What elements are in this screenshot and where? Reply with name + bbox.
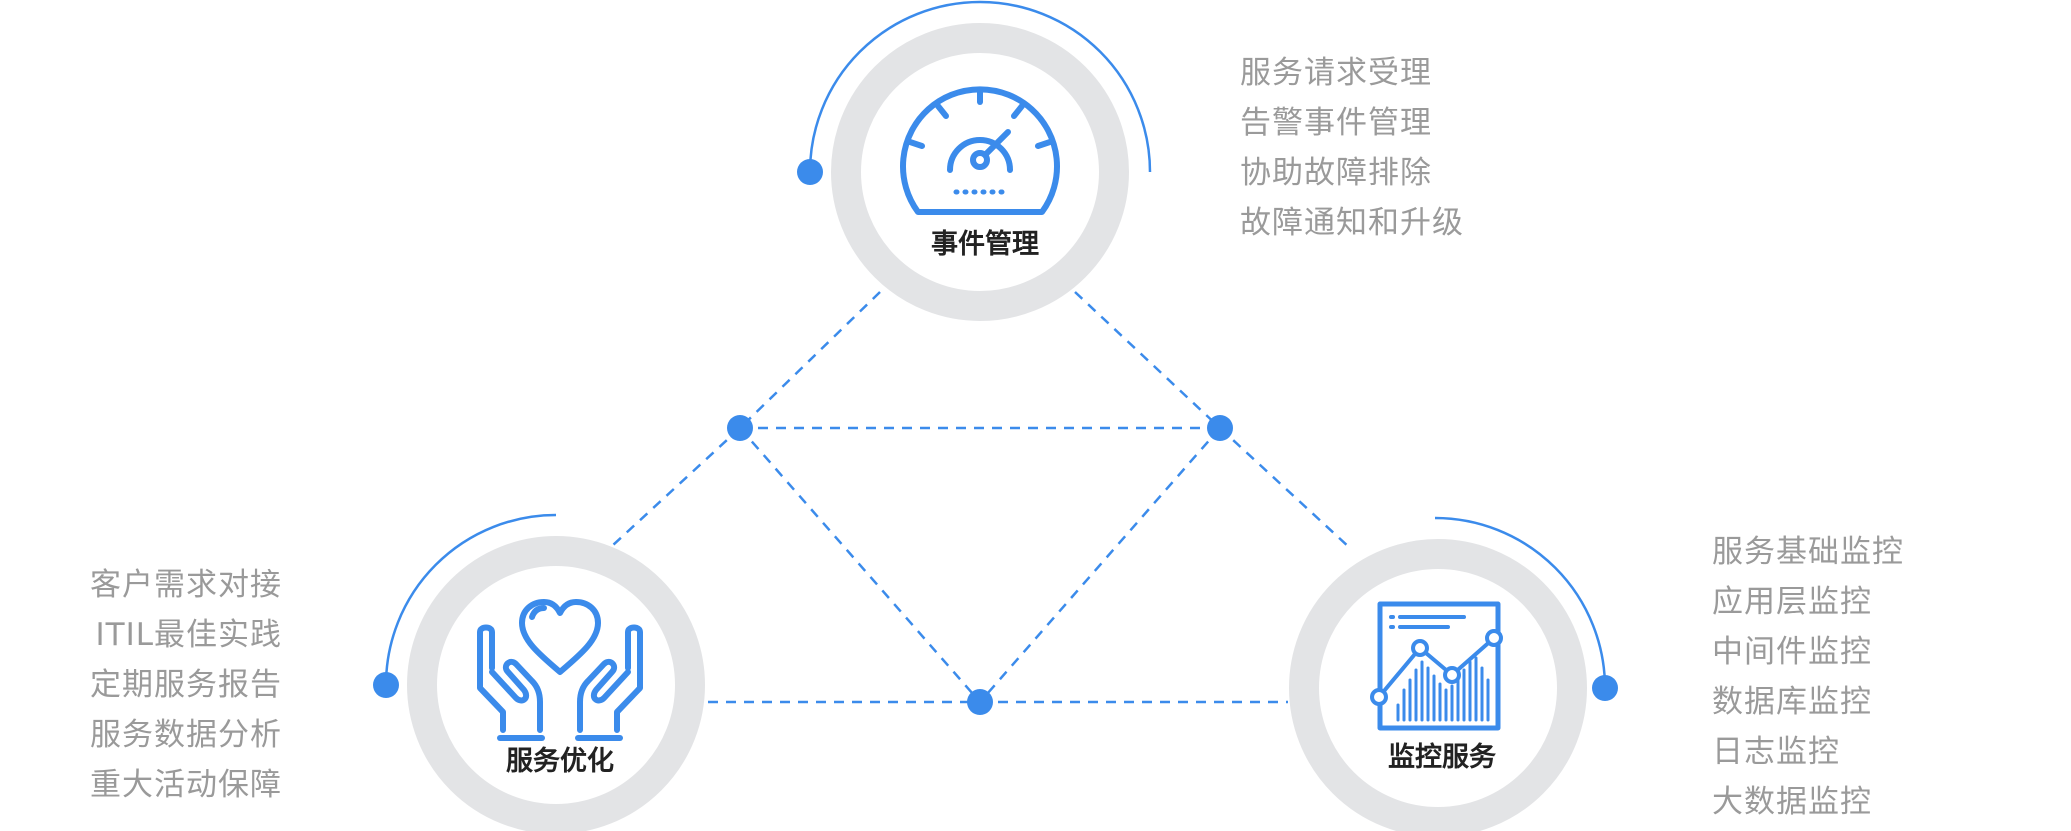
monitoring-feature-list: 服务基础监控 应用层监控 中间件监控 数据库监控 日志监控 大数据监控 [1712, 527, 1904, 827]
node-optimization: 服务优化 [373, 513, 705, 831]
hands-heart-icon [477, 599, 643, 741]
orbit-dot-optimization [373, 672, 399, 698]
ring-optimization [407, 536, 705, 831]
ring-monitoring [1289, 539, 1587, 831]
list-item: 中间件监控 [1712, 634, 1872, 670]
connector-nodes [727, 415, 1233, 715]
ring-incident [831, 23, 1129, 321]
orbit-arc-incident [808, 0, 1152, 173]
label-incident: 事件管理 [931, 229, 1039, 260]
label-optimization: 服务优化 [506, 746, 614, 777]
list-item: 告警事件管理 [1240, 105, 1432, 141]
incident-feature-list: 服务请求受理 告警事件管理 协助故障排除 故障通知和升级 [1240, 48, 1464, 248]
connector-left-low [611, 427, 741, 547]
connector-top-left [739, 291, 881, 429]
list-item: 服务基础监控 [1712, 534, 1904, 570]
list-item: 定期服务报告 [90, 667, 282, 703]
orbit-arc-optimization [384, 513, 557, 686]
orbit-arc-monitoring [1434, 516, 1607, 689]
connector-lines [611, 291, 1351, 704]
node-monitoring: 监控服务 [1289, 516, 1618, 831]
list-item: 客户需求对接 [90, 567, 282, 603]
node-incident: 事件管理 [797, 0, 1152, 321]
orbit-dot-monitoring [1592, 675, 1618, 701]
junction-dot-right [1207, 415, 1233, 441]
list-item: 重大活动保障 [90, 767, 282, 803]
junction-dot-bottom [967, 689, 993, 715]
list-item: 应用层监控 [1712, 584, 1872, 620]
optimization-feature-list: 客户需求对接 ITIL最佳实践 定期服务报告 服务数据分析 重大活动保障 [60, 560, 282, 810]
list-item: 日志监控 [1712, 734, 1840, 770]
connector-inner-left [739, 427, 981, 703]
list-item: 服务请求受理 [1240, 55, 1432, 91]
speedometer-icon [900, 86, 1060, 215]
orbit-dot-incident [797, 159, 823, 185]
junction-dot-left [727, 415, 753, 441]
connector-right-low [1219, 427, 1351, 549]
list-item: 大数据监控 [1712, 784, 1872, 820]
connector-top-right [1074, 291, 1221, 429]
list-item: 故障通知和升级 [1240, 205, 1464, 241]
list-item: 服务数据分析 [90, 717, 282, 753]
list-item: 数据库监控 [1712, 684, 1872, 720]
chart-monitor-icon [1370, 601, 1503, 731]
list-item: ITIL最佳实践 [95, 617, 282, 653]
list-item: 协助故障排除 [1240, 155, 1432, 191]
connector-inner-right [979, 427, 1221, 703]
label-monitoring: 监控服务 [1388, 742, 1496, 773]
